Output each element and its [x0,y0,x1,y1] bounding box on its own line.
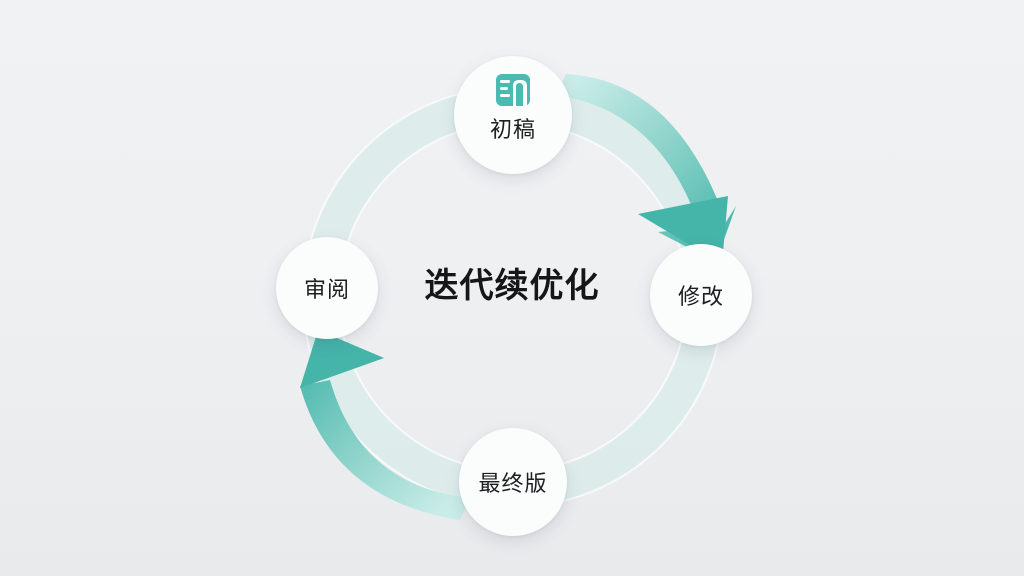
stage-revise-node: 修改 [650,244,752,346]
center-title: 迭代续优化 [424,266,600,306]
arrow-head-final-to-review [300,330,384,388]
stage-draft-label: 初稿 [489,118,536,143]
stage-draft-node: 初稿 [454,56,572,174]
stage-review-node: 审阅 [276,237,378,339]
stage-review-label: 审阅 [303,278,350,303]
document-icon [496,74,530,106]
stage-revise-label: 修改 [677,285,724,310]
stage-final-node: 最终版 [459,428,567,536]
stage-final-label: 最终版 [478,472,548,497]
arrow-final-to-review [300,380,470,520]
